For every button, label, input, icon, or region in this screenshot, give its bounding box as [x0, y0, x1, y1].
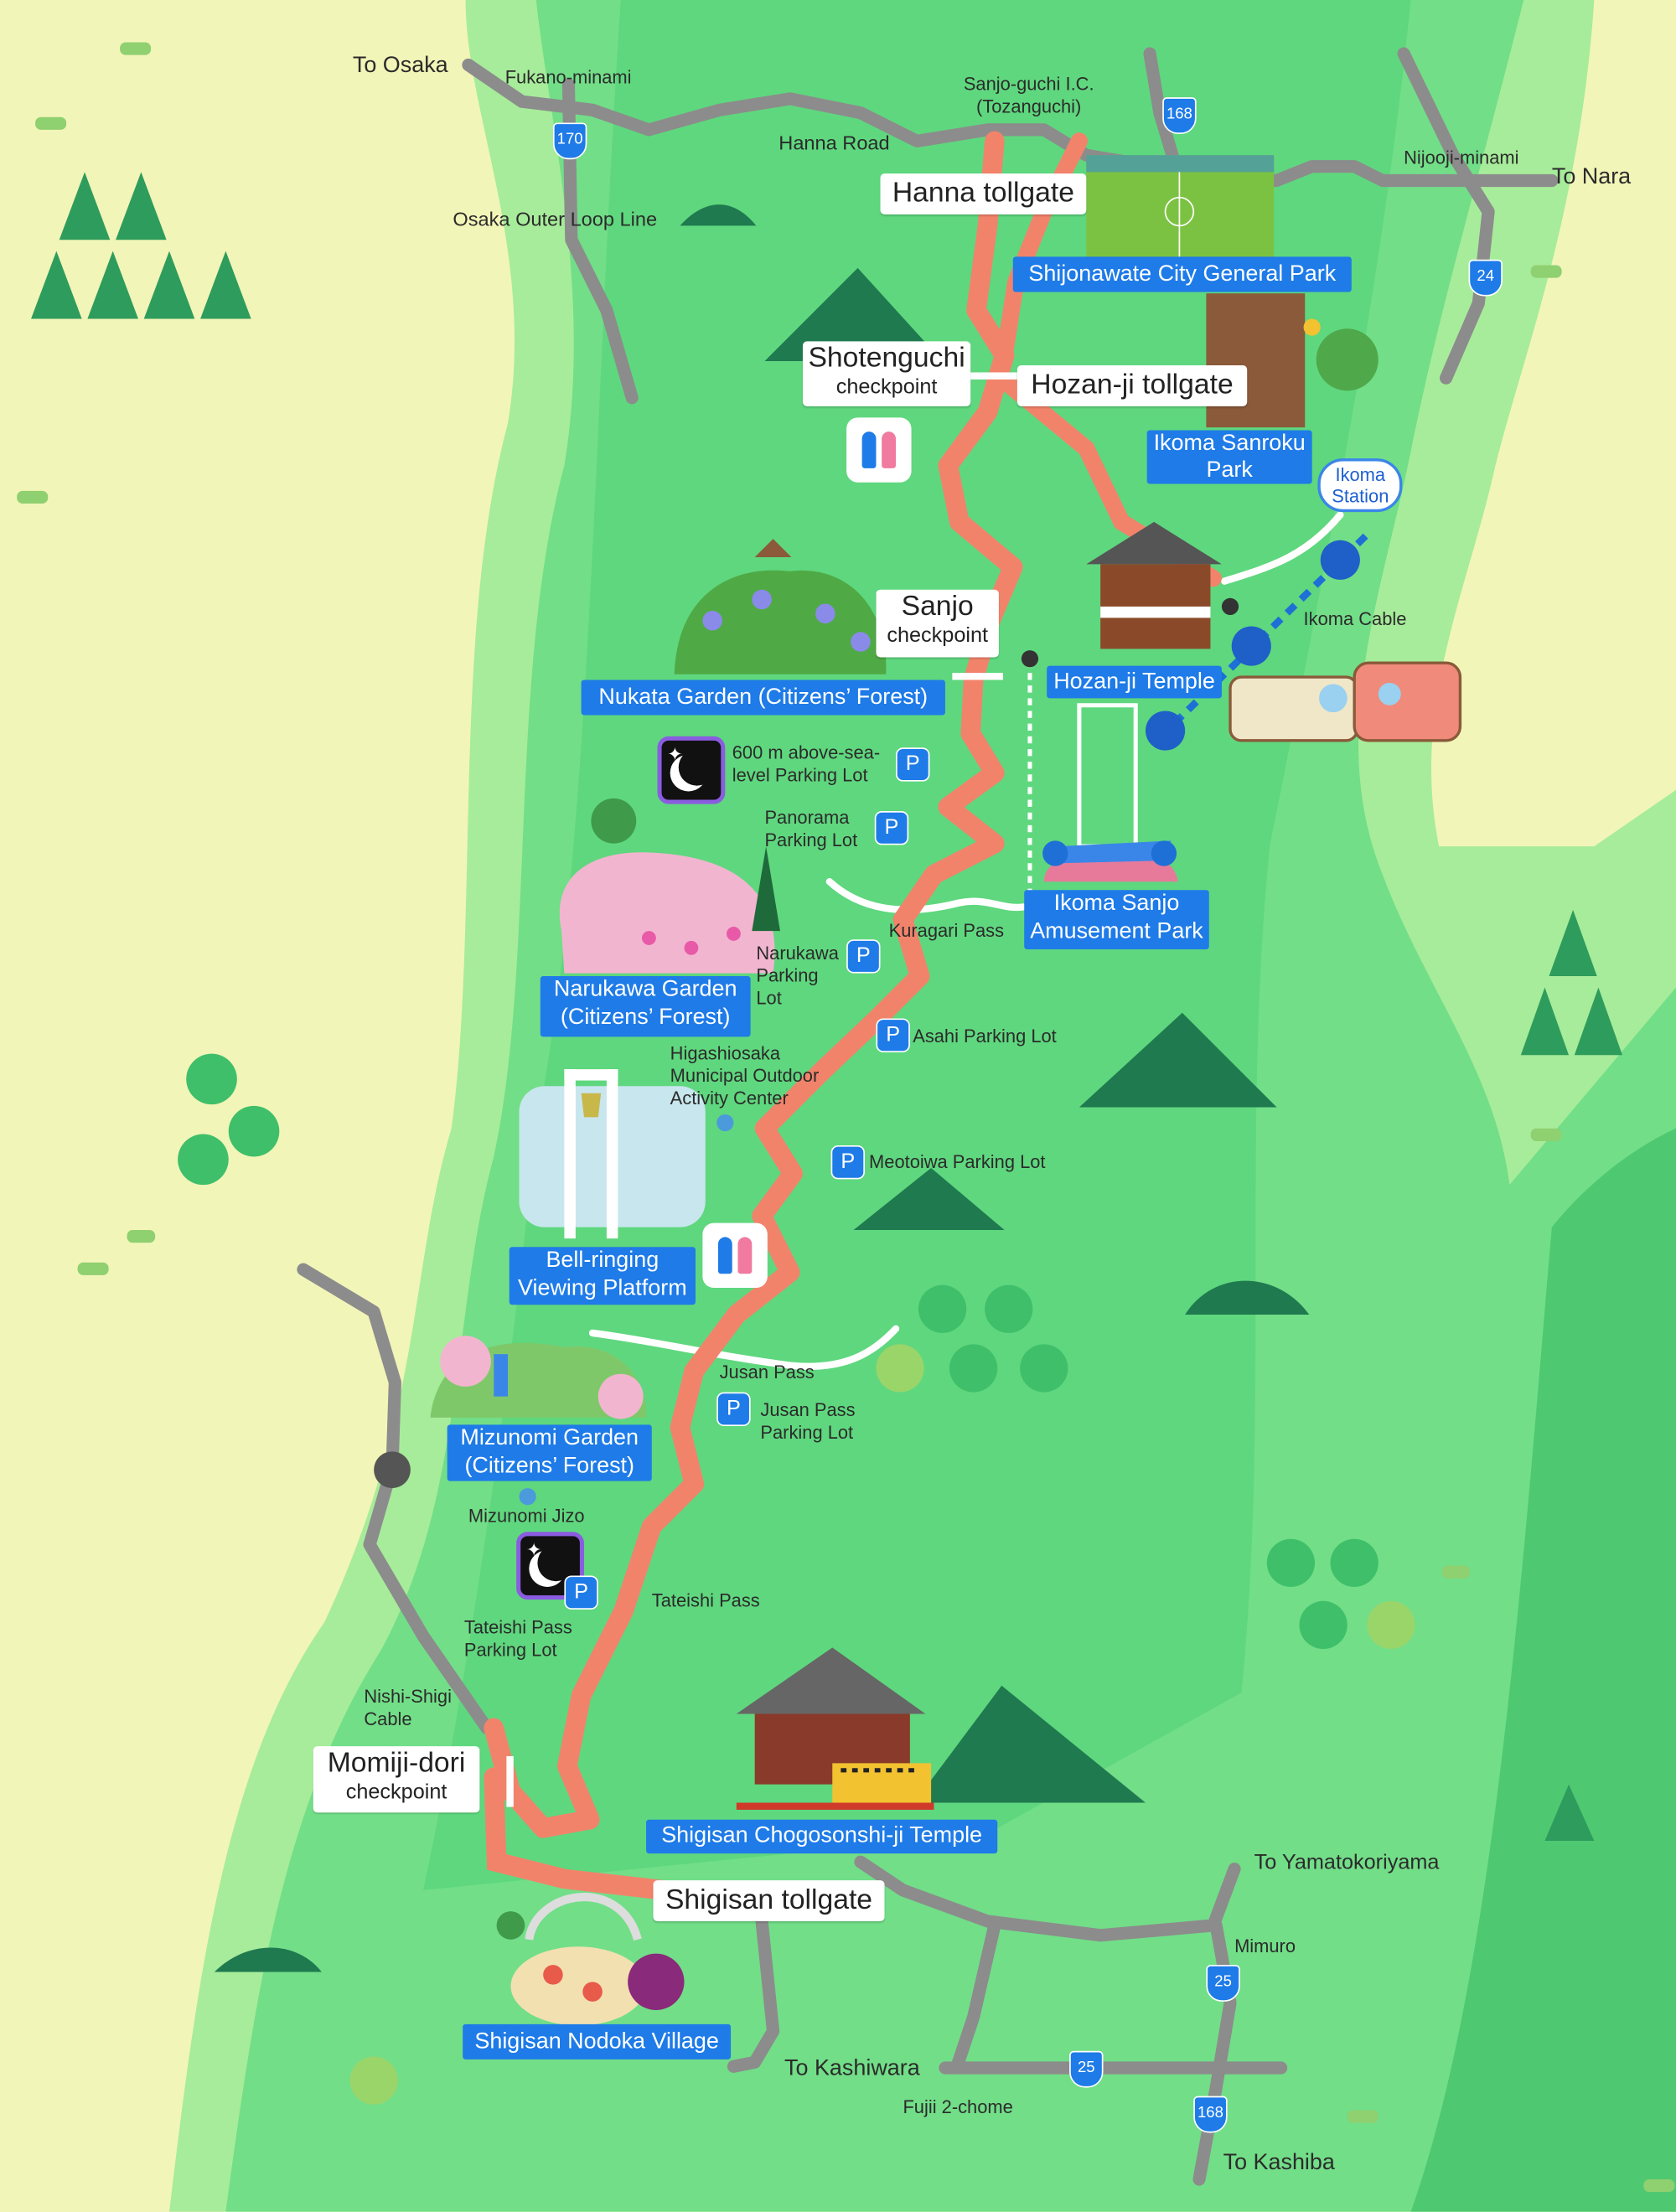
field-patches: [17, 42, 1675, 2193]
to-nara-label: To Nara: [1551, 164, 1632, 189]
connector: [952, 673, 1003, 680]
shigisan-nodoka-village-label[interactable]: Shigisan Nodoka Village: [463, 2023, 732, 2060]
osaka-outer-loop-line: [561, 78, 639, 405]
parking-icon[interactable]: P: [716, 1392, 751, 1427]
parking-icon[interactable]: P: [874, 811, 909, 845]
jusan-pass-label: Jusan Pass: [719, 1361, 815, 1382]
hozanji-temple-illustration: [1086, 521, 1222, 649]
tateishi-pass-label: Tateishi Pass: [651, 1589, 760, 1611]
osaka-outer-loop-line-label: Osaka Outer Loop Line: [453, 207, 658, 230]
hozanji-tollgate-label[interactable]: Hozan-ji tollgate: [1016, 365, 1248, 406]
hanna-tollgate-label[interactable]: Hanna tollgate: [880, 173, 1087, 214]
nodoka-village-illustration: [496, 1893, 685, 2026]
mountain: [1185, 1280, 1310, 1315]
parking-icon[interactable]: P: [876, 1018, 910, 1052]
mountain: [764, 267, 943, 361]
walking-trails: [588, 511, 1344, 1370]
kuragari-pass-label: Kuragari Pass: [888, 919, 1005, 941]
asahi-parking-label: Asahi Parking Lot: [913, 1025, 1057, 1047]
parking-600m-label: 600 m above-sea-level Parking Lot: [732, 742, 881, 786]
driveway-shigisan-branch[interactable]: [484, 1767, 674, 1900]
nukata-garden-illustration: [674, 539, 887, 674]
landmark-dots: [519, 1114, 734, 1506]
soccer-field-illustration: [1086, 155, 1275, 259]
mizunomi-jizo-label: Mizunomi Jizo: [468, 1505, 585, 1527]
night-view-moon-icon: [657, 736, 726, 804]
parking-icon[interactable]: P: [830, 1145, 865, 1180]
shigisan-chogosonshiji-temple-label[interactable]: Shigisan Chogosonshi-ji Temple: [646, 1819, 998, 1854]
mizunomi-garden-label[interactable]: Mizunomi Garden(Citizens’ Forest): [447, 1424, 652, 1481]
cable-station-marker: [374, 1451, 411, 1489]
mountain: [913, 1685, 1146, 1803]
route-25-shield-icon: 25: [1069, 2050, 1104, 2088]
meotoiwa-parking-label: Meotoiwa Parking Lot: [869, 1150, 1046, 1172]
mountain: [853, 1167, 1005, 1231]
shijonawate-city-general-park-label[interactable]: Shijonawate City General Park: [1012, 256, 1352, 292]
route-168-shield-icon: 168: [1193, 2096, 1228, 2133]
to-kashiba-label: To Kashiba: [1223, 2151, 1335, 2175]
trees: [31, 172, 1623, 2105]
fujii-2-chome-label: Fujii 2-chome: [903, 2096, 1013, 2117]
nijooji-minami-label: Nijooji-minami: [1404, 147, 1519, 168]
ikoma-cable-car-illustration: [1229, 661, 1462, 742]
road-yamatokoriyama: [854, 1855, 1241, 1942]
restroom-icon: [702, 1222, 768, 1289]
parking-icon[interactable]: P: [896, 747, 930, 782]
narukawa-garden-label[interactable]: Narukawa Garden(Citizens’ Forest): [540, 975, 751, 1037]
parking-icon[interactable]: P: [564, 1575, 598, 1610]
mountain: [214, 1947, 322, 1972]
route-168-south: [1192, 1919, 1237, 2186]
ikoma-cable-label: Ikoma Cable: [1303, 607, 1407, 629]
to-osaka-label: To Osaka: [352, 53, 448, 78]
forest-east: [1410, 1128, 1676, 2212]
hanna-road-label: Hanna Road: [779, 131, 890, 154]
roads[interactable]: [297, 47, 1559, 2186]
mizunomi-garden-illustration: [430, 1336, 647, 1419]
narukawa-garden-illustration: [559, 798, 780, 974]
amusement-park-illustration: [1042, 703, 1178, 882]
mountain: [680, 204, 757, 226]
route-25-shield-icon: 25: [1206, 1965, 1240, 2002]
mountain: [1079, 1012, 1277, 1108]
bell-platform-illustration: [519, 1069, 706, 1239]
route-168-north: [1143, 47, 1183, 176]
connector: [970, 372, 1017, 380]
nukata-garden-label[interactable]: Nukata Garden (Citizens’ Forest): [581, 680, 945, 716]
hanna-road: [462, 58, 1559, 188]
connector: [506, 1755, 514, 1807]
road-nodoka: [727, 1915, 780, 2073]
road-kashiwara: [949, 1919, 1001, 2075]
shigisan-tollgate-label[interactable]: Shigisan tollgate: [653, 1880, 885, 1921]
route-24: [1397, 47, 1495, 385]
restroom-icon: [846, 417, 912, 483]
mountains: [214, 204, 1310, 1972]
chogosonshiji-temple-illustration: [736, 1647, 934, 1810]
fukano-minami-label: Fukano-minami: [504, 66, 632, 88]
route-24-shield-icon: 24: [1468, 259, 1503, 297]
cable-stations: [1146, 540, 1360, 751]
to-kashiwara-label: To Kashiwara: [784, 2056, 920, 2081]
route-170-shield-icon: 170: [552, 122, 587, 160]
hozanji-temple-label[interactable]: Hozan-ji Temple: [1047, 665, 1222, 699]
parking-icon[interactable]: P: [846, 939, 881, 974]
to-yamatokoriyama-label: To Yamatokoriyama: [1254, 1850, 1440, 1875]
mimuro-label: Mimuro: [1234, 1935, 1296, 1957]
route-168-shield-icon: 168: [1162, 97, 1197, 134]
sanjo-guchi-ic-label: Sanjo-guchi I.C.(Tozanguchi): [963, 73, 1094, 117]
shigi-ikoma-skyline-driveway[interactable]: [484, 131, 1023, 1838]
